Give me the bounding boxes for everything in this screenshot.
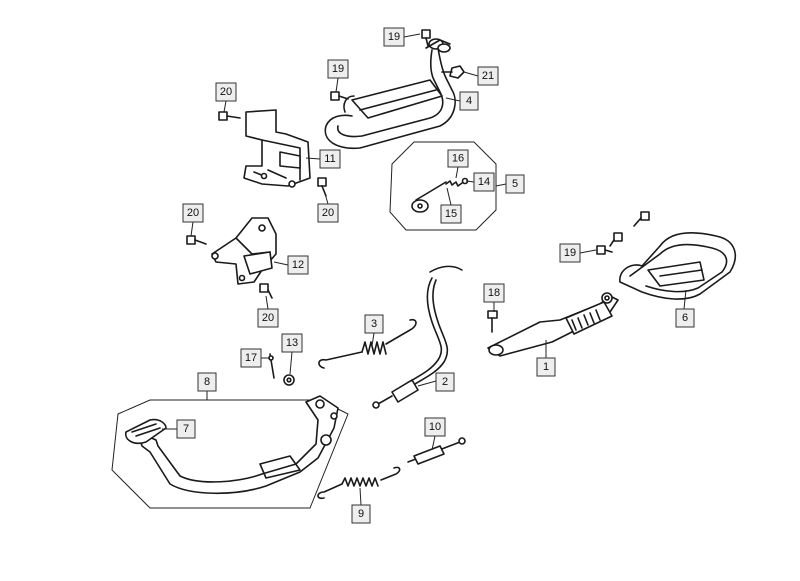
part-5-group-frame	[389, 141, 497, 231]
part-8-group-frame	[111, 399, 349, 509]
svg-text:16: 16	[452, 153, 464, 165]
svg-text:5: 5	[512, 178, 518, 190]
svg-text:2: 2	[442, 376, 448, 388]
callout-1: 1	[536, 357, 556, 377]
callout-20-a: 20	[215, 82, 237, 102]
svg-text:20: 20	[262, 312, 274, 324]
callout-21: 21	[477, 66, 499, 86]
callout-12: 12	[287, 255, 309, 275]
bolt-20-part12-bottom	[259, 283, 273, 299]
callout-20-c: 20	[182, 203, 204, 223]
svg-text:18: 18	[488, 287, 500, 299]
part-16-spring	[445, 180, 463, 187]
svg-text:19: 19	[332, 63, 344, 75]
callout-7: 7	[176, 419, 196, 439]
svg-text:12: 12	[292, 259, 304, 271]
callout-2: 2	[435, 372, 455, 392]
part-12-bracket	[211, 217, 277, 285]
svg-text:21: 21	[482, 70, 494, 82]
part-1-kickstart-lever	[487, 292, 619, 357]
callout-16: 16	[447, 149, 469, 168]
part-13-washer	[283, 374, 295, 386]
bolt-20-part12-left	[186, 235, 207, 245]
part-10-rod	[407, 437, 466, 465]
svg-text:8: 8	[204, 376, 210, 388]
callout-10: 10	[424, 417, 446, 437]
svg-text:3: 3	[371, 318, 377, 330]
callout-19-right: 19	[559, 243, 581, 263]
svg-text:4: 4	[466, 95, 472, 107]
bolt-19-right-mid	[609, 232, 623, 247]
bolt-18	[487, 310, 498, 333]
callout-20-d: 20	[257, 308, 279, 328]
nut-21	[441, 65, 465, 79]
part-9-spring	[317, 466, 401, 500]
callout-6: 6	[675, 308, 695, 328]
part-6-footrest-bar	[619, 232, 737, 300]
svg-text:13: 13	[286, 337, 298, 349]
part-15-clevis	[411, 181, 447, 213]
svg-text:20: 20	[220, 86, 232, 98]
callout-19-top: 19	[383, 27, 405, 47]
callout-20-b: 20	[317, 203, 339, 223]
leader-lines	[162, 33, 687, 506]
svg-text:17: 17	[245, 352, 257, 364]
bolt-19-right-top	[633, 211, 650, 227]
part-7-pedal-pad	[124, 418, 167, 445]
callout-17: 17	[240, 348, 262, 368]
svg-text:19: 19	[388, 31, 400, 43]
bolt-19-left	[330, 91, 349, 101]
part-11-bracket	[243, 109, 311, 188]
svg-text:7: 7	[183, 423, 189, 435]
svg-text:9: 9	[358, 508, 364, 520]
callout-3: 3	[364, 314, 384, 334]
callout-8: 8	[197, 372, 217, 392]
svg-text:10: 10	[429, 421, 441, 433]
callout-9: 9	[351, 504, 371, 524]
bolt-19-right-low	[596, 245, 613, 255]
callout-15: 15	[440, 204, 462, 224]
svg-text:11: 11	[324, 153, 335, 165]
callout-19-left: 19	[327, 59, 349, 79]
svg-text:15: 15	[445, 208, 457, 220]
svg-text:6: 6	[682, 312, 688, 324]
callout-14: 14	[473, 172, 495, 192]
svg-text:14: 14	[478, 176, 490, 188]
bolt-19-top	[421, 29, 431, 47]
callout-11: 11	[319, 149, 341, 169]
callout-18: 18	[483, 283, 505, 303]
part-2-cable	[372, 265, 463, 409]
svg-text:20: 20	[322, 207, 334, 219]
part-8-brake-pedal	[137, 395, 339, 495]
callout-4: 4	[459, 91, 479, 111]
svg-text:1: 1	[543, 361, 549, 373]
svg-text:19: 19	[564, 247, 576, 259]
callout-13: 13	[281, 333, 303, 353]
part-4-footrest-bar	[324, 38, 456, 150]
callout-5: 5	[505, 174, 525, 194]
part-3-spring	[318, 318, 417, 369]
svg-text:20: 20	[187, 207, 199, 219]
bolt-20-part11-top	[218, 111, 241, 121]
